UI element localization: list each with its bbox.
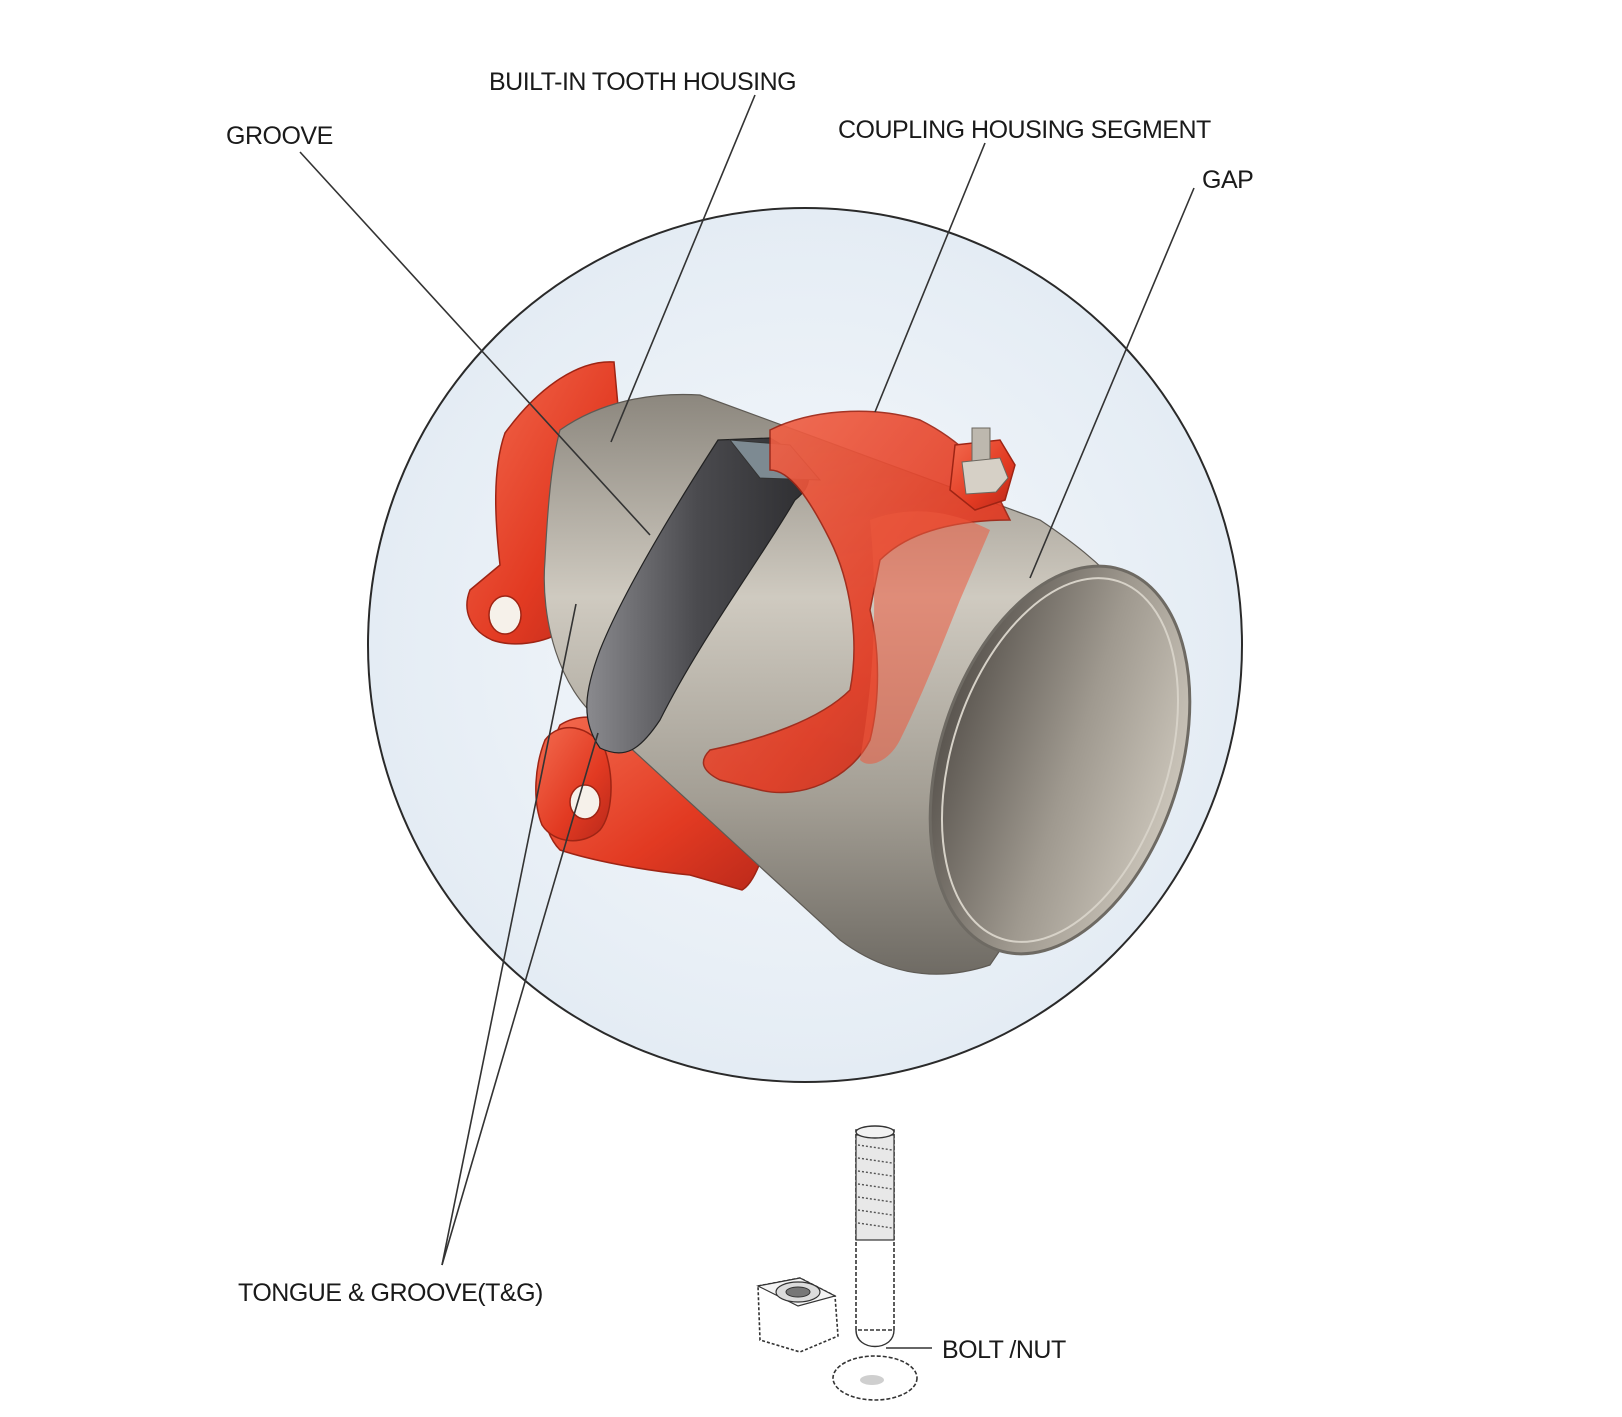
label-groove: GROOVE — [226, 122, 333, 150]
label-bolt-nut: BOLT /NUT — [942, 1336, 1066, 1364]
hex-nut — [756, 1277, 839, 1353]
label-tongue-and-groove: TONGUE & GROOVE(T&G) — [238, 1279, 543, 1307]
leader-tongue-groove-1 — [441, 603, 577, 1266]
leader-built-in-tooth-housing — [610, 94, 756, 443]
label-gap: GAP — [1202, 166, 1253, 194]
leader-lines — [299, 94, 1195, 1349]
leader-groove — [299, 151, 651, 536]
bolt-nut-illustration — [756, 1125, 918, 1401]
right-housing-segment — [702, 410, 1016, 794]
label-built-in-tooth-housing: BUILT-IN TOOTH HOUSING — [489, 68, 796, 96]
callout-labels: BUILT-IN TOOTH HOUSING GROOVE COUPLING H… — [226, 68, 1254, 1364]
bolt — [832, 1125, 918, 1401]
leader-gap — [1029, 187, 1195, 579]
label-coupling-housing-segment: COUPLING HOUSING SEGMENT — [838, 116, 1211, 144]
leader-tongue-groove-2 — [441, 732, 599, 1266]
pipe-bore — [928, 564, 1192, 956]
leader-coupling-housing-segment — [874, 142, 986, 413]
